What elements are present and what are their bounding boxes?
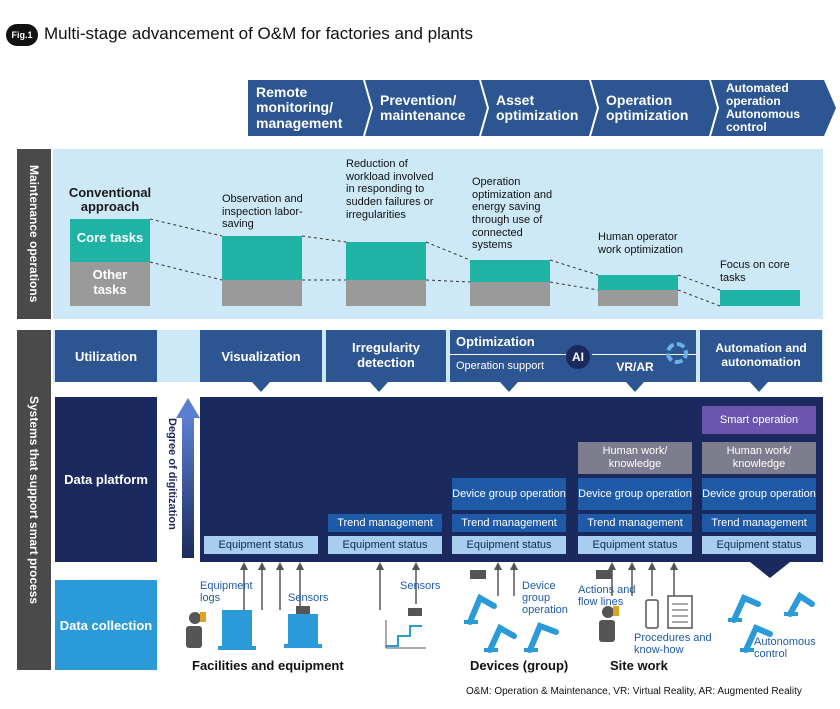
data-collection-label: Data collection bbox=[55, 580, 157, 670]
collection-equipment-logs: Equipment logs bbox=[200, 580, 253, 605]
platform-trend-4: Trend management bbox=[578, 514, 692, 532]
platform-trend-2: Trend management bbox=[328, 514, 442, 532]
platform-device-group-5: Device group operation bbox=[702, 478, 816, 510]
platform-device-group-3: Device group operation bbox=[452, 478, 566, 510]
figure-title: Multi-stage advancement of O&M for facto… bbox=[44, 24, 473, 43]
platform-equipment-status-3: Equipment status bbox=[452, 536, 566, 554]
ai-badge: AI bbox=[566, 345, 590, 369]
footnote: O&M: Operation & Maintenance, VR: Virtua… bbox=[466, 686, 802, 697]
vrar-divider bbox=[592, 354, 696, 355]
note-reduction: Reduction of workload involved in respon… bbox=[346, 158, 434, 221]
stage-prevention: Prevention/ maintenance bbox=[380, 91, 466, 123]
optimization-divider bbox=[450, 354, 566, 355]
label-site-work: Site work bbox=[610, 658, 668, 673]
platform-equipment-status-5: Equipment status bbox=[702, 536, 816, 554]
collection-sensors-1: Sensors bbox=[288, 592, 329, 604]
platform-trend-5: Trend management bbox=[702, 514, 816, 532]
vrar-cycle-icon bbox=[666, 342, 688, 364]
stage-asset-optimization: Asset optimization bbox=[496, 91, 579, 123]
data-platform-label: Data platform bbox=[55, 397, 157, 562]
platform-equipment-status-2: Equipment status bbox=[328, 536, 442, 554]
collection-band bbox=[53, 564, 823, 670]
util-automation: Automation and autonomation bbox=[700, 330, 822, 382]
stage-remote-monitoring: Remote monitoring/ management bbox=[256, 83, 343, 131]
collection-procedures: Procedures and know-how bbox=[634, 632, 712, 657]
degree-of-digitization: Degree of digitization bbox=[166, 418, 178, 530]
collection-sensors-2: Sensors bbox=[400, 580, 441, 592]
systems-side-label: Systems that support smart process bbox=[17, 330, 51, 670]
note-focus-core: Focus on core tasks bbox=[720, 259, 790, 284]
figure-badge: Fig.1 bbox=[6, 24, 38, 46]
conventional-label: Conventional approach bbox=[68, 185, 152, 215]
util-vrar: VR/AR bbox=[616, 360, 654, 374]
platform-trend-3: Trend management bbox=[452, 514, 566, 532]
stage-operation-optimization: Operation optimization bbox=[606, 91, 689, 123]
core-tasks-label: Core tasks bbox=[76, 230, 144, 245]
platform-smart-operation: Smart operation bbox=[702, 406, 816, 434]
util-operation-support: Operation support bbox=[456, 360, 545, 372]
stage-automated-operation: Automated operation Autonomous control bbox=[726, 80, 800, 135]
platform-equipment-status-1: Equipment status bbox=[204, 536, 318, 554]
other-tasks-label: Other tasks bbox=[92, 267, 128, 297]
note-operation-optimization: Operation optimization and energy saving… bbox=[472, 176, 553, 252]
platform-human-work-5: Human work/ knowledge bbox=[702, 442, 816, 474]
util-optimization: Optimization bbox=[456, 334, 535, 349]
collection-actions-flow: Actions and flow lines bbox=[578, 584, 636, 609]
util-irregularity-detection: Irregularity detection bbox=[326, 330, 446, 382]
label-facilities: Facilities and equipment bbox=[192, 658, 344, 673]
note-observation: Observation and inspection labor-saving bbox=[222, 193, 303, 231]
maintenance-side-label: Maintenance operations bbox=[17, 149, 51, 319]
platform-equipment-status-4: Equipment status bbox=[578, 536, 692, 554]
platform-human-work-4: Human work/ knowledge bbox=[578, 442, 692, 474]
collection-device-group: Device group operation bbox=[522, 580, 568, 617]
utilization-label: Utilization bbox=[55, 330, 157, 382]
label-devices: Devices (group) bbox=[470, 658, 569, 673]
collection-autonomous: Autonomous control bbox=[754, 636, 816, 661]
util-visualization: Visualization bbox=[200, 330, 322, 382]
maintenance-panel bbox=[53, 149, 823, 319]
note-human-operator: Human operator work optimization bbox=[598, 231, 683, 256]
platform-device-group-4: Device group operation bbox=[578, 478, 692, 510]
